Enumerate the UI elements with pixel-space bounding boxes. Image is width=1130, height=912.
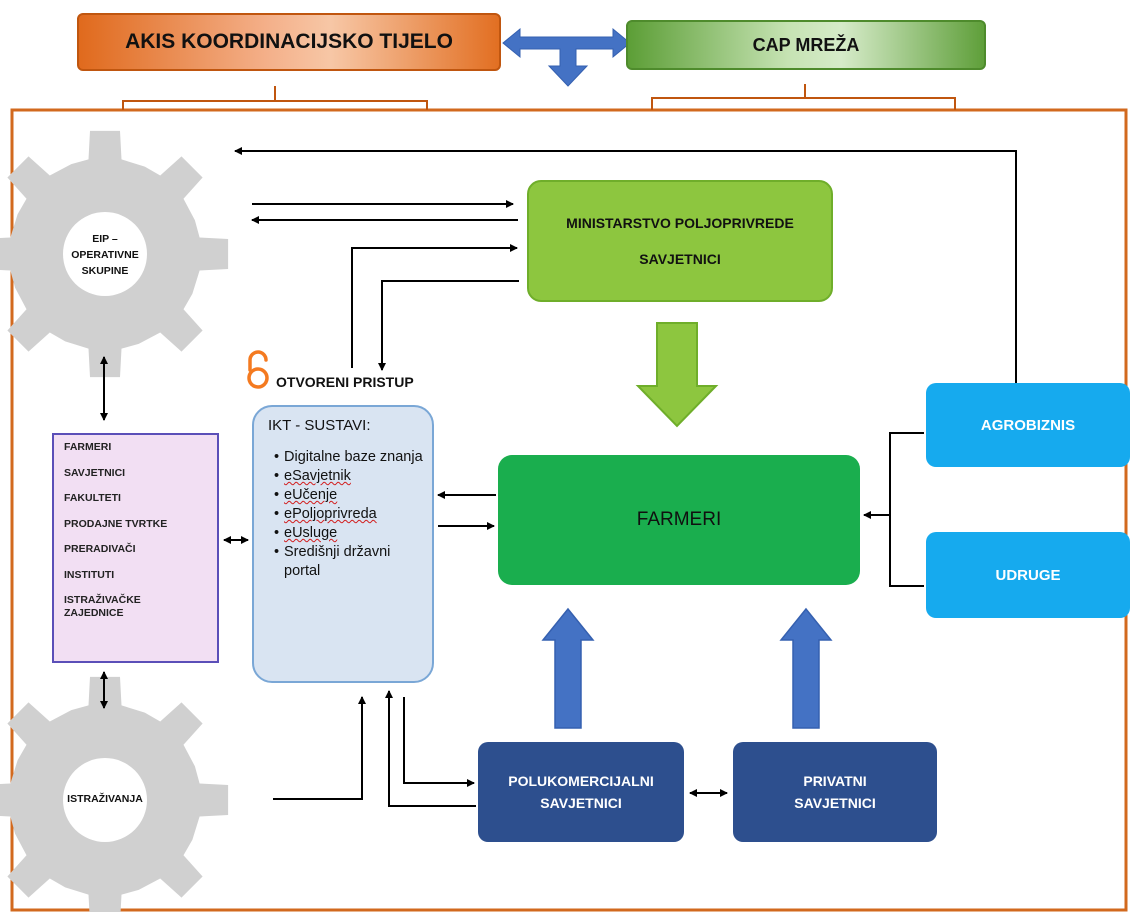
ict-item: ePoljoprivreda (274, 505, 424, 524)
gear-eip-icon (0, 130, 229, 378)
gear-hub (63, 212, 147, 296)
eip-gear-label: EIP – OPERATIVNE SKUPINE (71, 233, 139, 277)
actor-item: FARMERI (64, 441, 112, 453)
akis-bracket (122, 86, 428, 110)
research-gear-label: ISTRAŽIVANJA (67, 793, 143, 805)
ict-item: eUsluge (274, 524, 424, 543)
ikt-to-ministry-arrow (351, 244, 518, 368)
ict-item: Digitalne baze znanja (274, 448, 424, 467)
polu-to-ikt-arrow (385, 690, 476, 807)
akis-coordination-box: AKIS KOORDINACIJSKO TIJELO (77, 13, 501, 71)
priv-line1: PRIVATNI (803, 773, 867, 789)
akis-label: AKIS KOORDINACIJSKO TIJELO (125, 30, 453, 53)
ict-heading: IKT - SUSTAVI: (268, 417, 371, 434)
akis-cap-connector-arrow (502, 27, 631, 87)
actor-item: FAKULTETI (64, 492, 121, 504)
associations-box: UDRUGE (926, 532, 1130, 618)
agrobusiness-box: AGROBIZNIS (926, 383, 1130, 467)
research-to-ikt-arrow (273, 696, 366, 800)
ict-list: Digitalne baze znanja eSavjetnik eUčenje… (268, 448, 424, 581)
semi-commercial-advisors-box: POLUKOMERCIJALNI SAVJETNICI (478, 742, 684, 842)
ikt-to-polu-arrow (403, 697, 475, 787)
actor-item: SAVJETNICI (64, 466, 126, 479)
cap-label: CAP MREŽA (752, 34, 860, 55)
open-access-icon (247, 350, 269, 389)
udruge-label: UDRUGE (995, 566, 1061, 584)
ministry-to-farmers-arrow (635, 322, 719, 428)
actor-item: ISTRAŽIVAČKE ZAJEDNICE (64, 594, 141, 619)
polu-line1: POLUKOMERCIJALNI (508, 773, 654, 789)
farmers-box: FARMERI (498, 455, 860, 585)
ict-item: eUčenje (274, 486, 424, 505)
cap-bracket (651, 84, 956, 110)
priv-to-farmers-arrow (779, 607, 833, 729)
actor-item: PRERADIVAČI (64, 543, 136, 555)
main-frame (10, 108, 1128, 912)
agro-to-eip-arrow (234, 147, 1017, 383)
ministry-subtitle: SAVJETNICI (639, 251, 721, 267)
agro-label: AGROBIZNIS (980, 416, 1076, 434)
ict-item: eSavjetnik (274, 467, 424, 486)
gear-research-icon (0, 676, 229, 912)
ict-item: Središnji državni portal (274, 543, 424, 581)
ministry-to-ikt-arrow (378, 280, 519, 371)
private-advisors-box: PRIVATNI SAVJETNICI (733, 742, 937, 842)
priv-line2: SAVJETNICI (794, 795, 876, 811)
actor-item: PRODAJNE TVRTKE (64, 517, 168, 530)
polu-line2: SAVJETNICI (540, 795, 622, 811)
agro-udruge-bracket (889, 432, 924, 587)
open-access-title: OTVORENI PRISTUP (276, 374, 414, 390)
actor-item: INSTITUTI (64, 568, 115, 581)
farmers-label: FARMERI (636, 509, 722, 530)
cap-network-box: CAP MREŽA (626, 20, 986, 70)
ministry-box: MINISTARSTVO POLJOPRIVREDE SAVJETNICI (527, 180, 833, 302)
ict-systems-box: IKT - SUSTAVI: Digitalne baze znanja eSa… (252, 405, 434, 683)
actors-list-box: FARMERI SAVJETNICI FAKULTETI PRODAJNE TV… (52, 433, 219, 663)
ministry-title: MINISTARSTVO POLJOPRIVREDE (566, 215, 794, 231)
gear-hub (63, 758, 147, 842)
polu-to-farmers-arrow (541, 607, 595, 729)
